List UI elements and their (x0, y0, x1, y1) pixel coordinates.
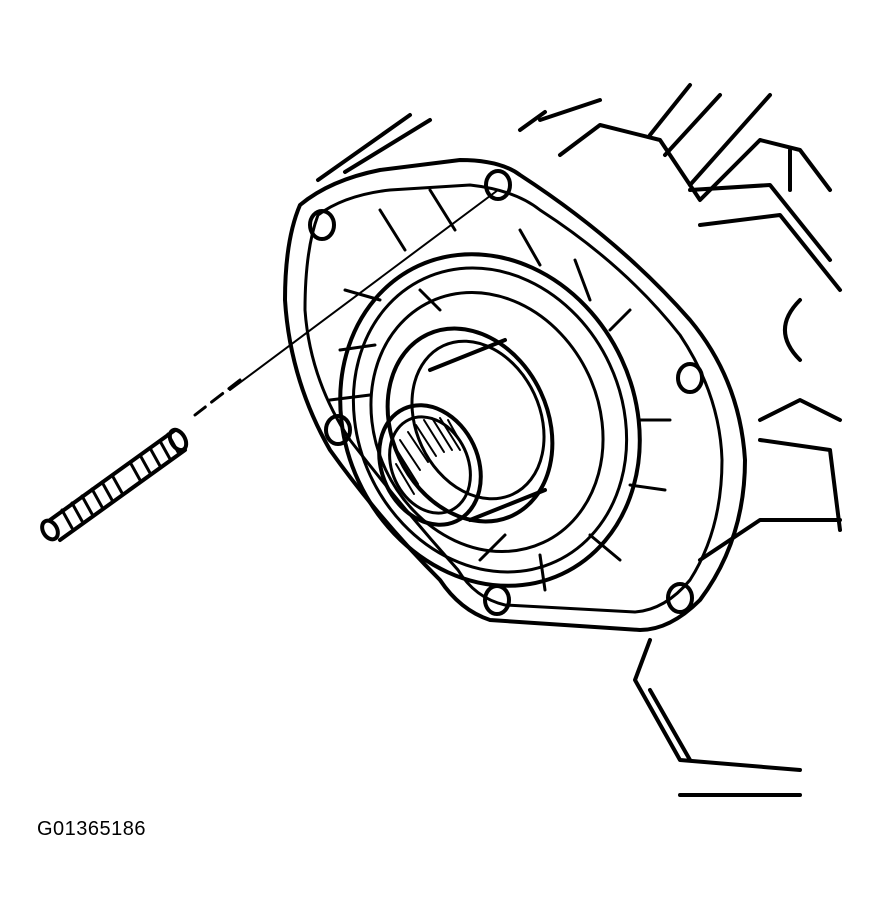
figure-id-label: G01365186 (37, 818, 147, 840)
bolt-holes (308, 169, 704, 616)
case-housing (316, 83, 842, 797)
guide-stud (40, 427, 189, 542)
alignment-line (193, 189, 499, 417)
pump-body (283, 158, 747, 632)
stator-hub (377, 326, 555, 527)
